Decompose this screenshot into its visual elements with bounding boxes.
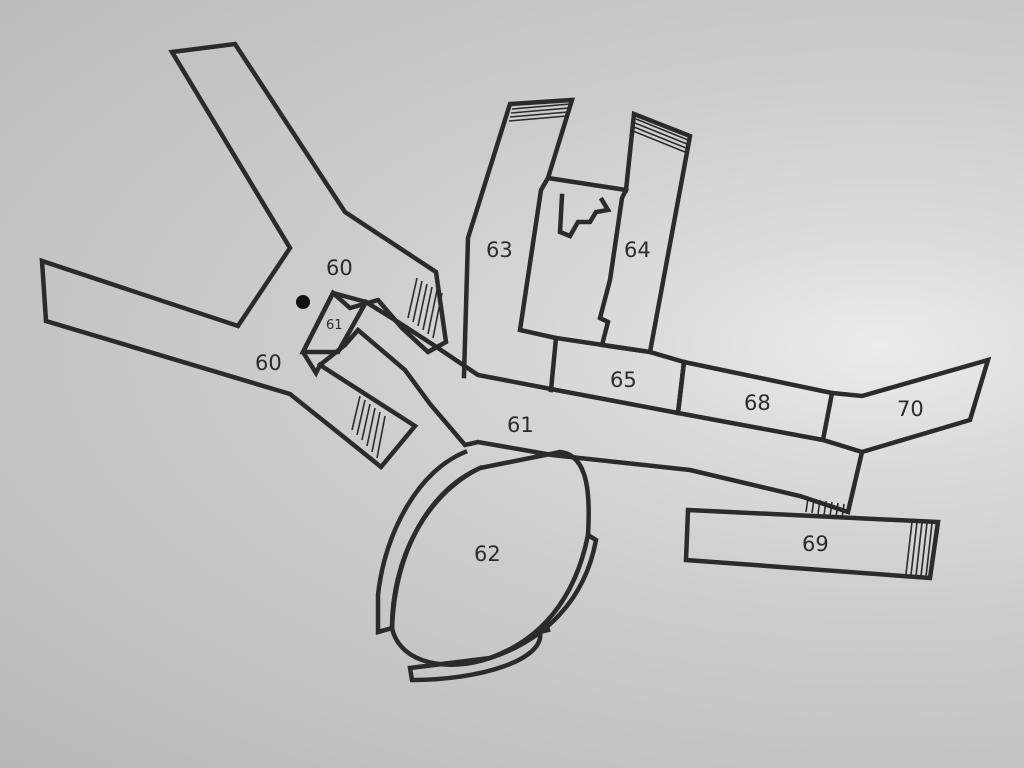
room-label-62: 62	[474, 542, 501, 566]
stairs-hatching	[351, 103, 933, 578]
room-65-top-wall	[553, 335, 653, 355]
room-65-68-divider	[675, 359, 687, 416]
room-70-outline	[829, 356, 992, 455]
room-label-61-small: 61	[326, 318, 343, 333]
room-61-outline	[316, 298, 865, 515]
room-label-69: 69	[802, 532, 829, 556]
room-62-outline	[375, 449, 599, 683]
room-label-64: 64	[624, 238, 651, 262]
room-63-inner-wall	[517, 174, 559, 393]
room-label-61: 61	[507, 413, 534, 437]
room-label-70: 70	[897, 397, 924, 421]
room-60-outline	[39, 41, 449, 471]
room-62-inner-arc	[389, 465, 591, 667]
room-label-60-lower: 60	[255, 351, 282, 375]
room-label-63: 63	[486, 238, 513, 262]
room-label-68: 68	[744, 391, 771, 415]
you-are-here-marker	[296, 295, 310, 309]
room-69-outline	[683, 507, 941, 581]
room-63-64-notch	[557, 193, 612, 239]
room-64-inner-wall	[597, 186, 653, 355]
room-label-60-upper: 60	[326, 256, 353, 280]
room-label-65: 65	[610, 368, 637, 392]
